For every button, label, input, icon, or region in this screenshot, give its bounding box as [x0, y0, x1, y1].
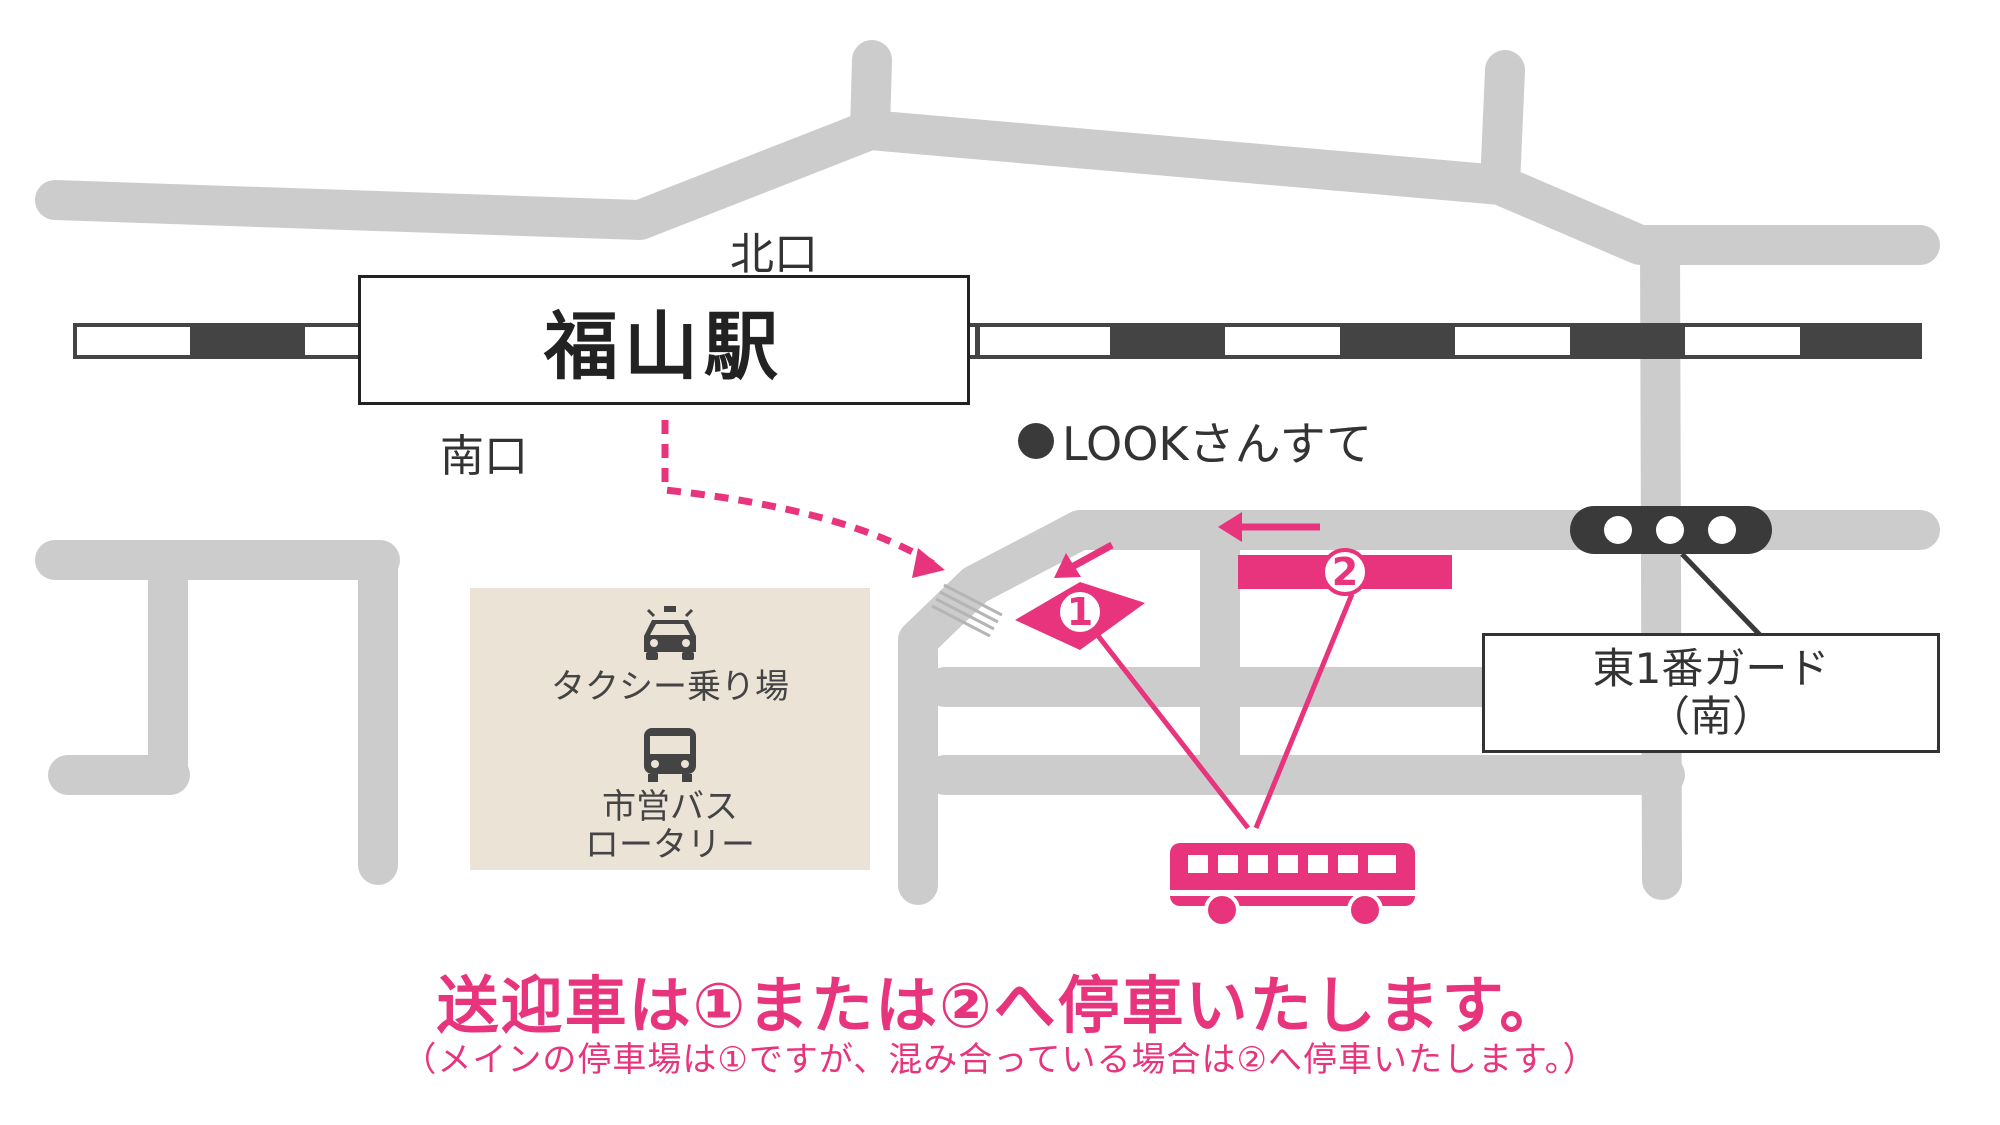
station-facilities-panel: タクシー乗り場 市営バス ロータリー — [470, 588, 870, 870]
shuttle-bus-icon — [1168, 843, 1418, 928]
road-network — [35, 40, 1940, 905]
bus-rotary-label-line1: 市営バス — [602, 787, 738, 827]
overpass-direction: （南） — [1647, 692, 1774, 741]
landmark-dot-icon — [1018, 423, 1054, 459]
bus-rotary-label-line2: ロータリー — [585, 825, 755, 865]
walking-route-arrowhead — [912, 548, 945, 578]
traffic-light-icon — [1570, 506, 1772, 637]
station-box: 福山駅 — [358, 275, 970, 405]
railway — [73, 323, 1922, 359]
arrow-diagonal-icon — [1054, 541, 1114, 578]
taxi-stand-label: タクシー乗り場 — [551, 667, 789, 707]
landmark-name: LOOKさんすて — [1062, 417, 1373, 471]
south-exit-label: 南口 — [440, 431, 528, 482]
caption-sub: （メインの停車場は①ですが、混み合っている場合は②へ停車いたします。） — [402, 1040, 1598, 1080]
taxi-icon — [644, 606, 696, 660]
road-upper-branch-2 — [1480, 50, 1525, 205]
overpass-label-box: 東1番ガード （南） — [1482, 633, 1940, 753]
bus-icon — [644, 728, 696, 782]
caption-main: 送迎車は①または②へ停車いたします。 — [436, 969, 1564, 1042]
stop-2-number: 2 — [1331, 550, 1359, 594]
stop-2-circle — [1321, 548, 1369, 596]
overpass-name: 東1番ガード — [1592, 644, 1830, 693]
north-exit-label: 北口 — [730, 229, 818, 280]
road-central-curve — [898, 510, 1940, 905]
crosswalk — [931, 583, 1003, 638]
stop-1-number: 1 — [1066, 590, 1094, 634]
station-name: 福山駅 — [544, 303, 784, 390]
walking-route-dashed — [661, 420, 937, 568]
landmark-label: LOOKさんすて — [1018, 408, 1372, 474]
stop-1-circle — [1056, 588, 1104, 636]
road-upper-branch-1 — [850, 40, 892, 150]
arrow-left-icon — [1218, 512, 1320, 542]
road-upper-left — [35, 110, 1940, 265]
route-line-stop-1 — [1090, 626, 1250, 830]
route-line-stop-2 — [1253, 593, 1355, 829]
